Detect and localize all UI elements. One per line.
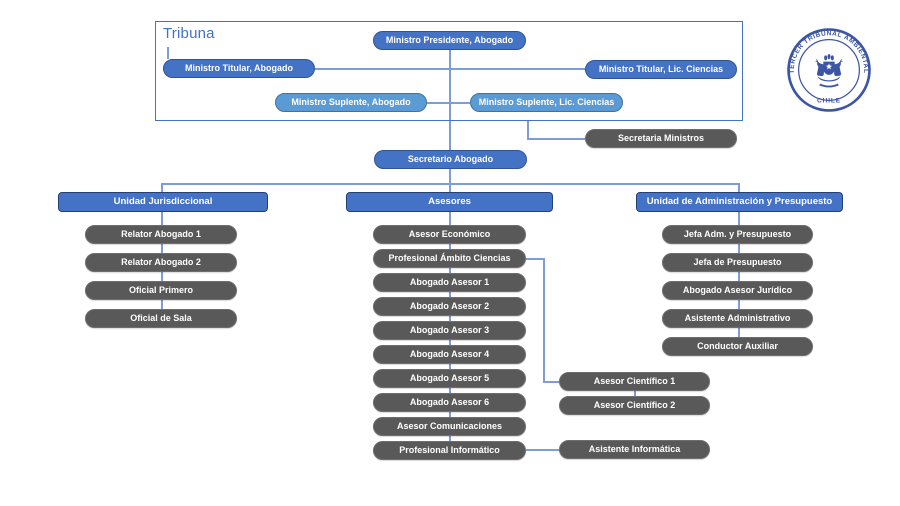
node-profesional-informatico: Profesional Informático	[373, 441, 526, 460]
node-ministro-titular-abogado: Ministro Titular, Abogado	[163, 59, 315, 78]
connector-line	[449, 169, 451, 183]
unit-header-jurisdiccional: Unidad Jurisdiccional	[58, 192, 268, 212]
node-ministro-titular-ciencias: Ministro Titular, Lic. Ciencias	[585, 60, 737, 79]
node-asesor-cientifico-2: Asesor Científico 2	[559, 396, 710, 415]
node-ministro-presidente: Ministro Presidente, Abogado	[373, 31, 526, 50]
connector-line	[738, 183, 740, 193]
connector-line	[634, 391, 636, 397]
node-oficial-primero: Oficial Primero	[85, 281, 237, 300]
node-abogado-asesor-juridico: Abogado Asesor Jurídico	[662, 281, 813, 300]
connector-line	[527, 121, 529, 139]
unit-header-asesores: Asesores	[346, 192, 553, 212]
connector-line	[449, 50, 451, 150]
tribunal-seal-logo: TERCER TRIBUNAL AMBIENTAL CHILE	[787, 28, 871, 112]
node-asistente-informatica: Asistente Informática	[559, 440, 710, 459]
connector-line	[526, 449, 560, 451]
node-abogado-asesor-3: Abogado Asesor 3	[373, 321, 526, 340]
node-asesor-economico: Asesor Económico	[373, 225, 526, 244]
coat-of-arms-icon	[814, 53, 844, 88]
connector-line	[738, 211, 740, 339]
node-secretario-abogado: Secretario Abogado	[374, 150, 527, 169]
seal-inner-ring	[798, 39, 860, 101]
node-ministro-suplente-abogado: Ministro Suplente, Abogado	[275, 93, 427, 112]
tribunal-title: Tribuna	[163, 25, 215, 42]
node-abogado-asesor-2: Abogado Asesor 2	[373, 297, 526, 316]
connector-line	[161, 183, 163, 193]
connector-line	[543, 258, 545, 382]
node-asistente-administrativo: Asistente Administrativo	[662, 309, 813, 328]
connector-line	[526, 258, 544, 260]
node-asesor-comunicaciones: Asesor Comunicaciones	[373, 417, 526, 436]
node-abogado-asesor-5: Abogado Asesor 5	[373, 369, 526, 388]
node-relator-abogado-1: Relator Abogado 1	[85, 225, 237, 244]
seal-outer-ring	[787, 28, 871, 112]
node-conductor-auxiliar: Conductor Auxiliar	[662, 337, 813, 356]
unit-header-administracion: Unidad de Administración y Presupuesto	[636, 192, 843, 212]
node-abogado-asesor-4: Abogado Asesor 4	[373, 345, 526, 364]
connector-line	[449, 183, 451, 193]
node-abogado-asesor-1: Abogado Asesor 1	[373, 273, 526, 292]
node-profesional-ambito-ciencias: Profesional Ámbito Ciencias	[373, 249, 526, 268]
connector-line	[527, 138, 585, 140]
node-oficial-de-sala: Oficial de Sala	[85, 309, 237, 328]
seal-bottom-text: CHILE	[817, 98, 841, 105]
node-relator-abogado-2: Relator Abogado 2	[85, 253, 237, 272]
node-asesor-cientifico-1: Asesor Científico 1	[559, 372, 710, 391]
tribunal-frame	[155, 21, 743, 121]
connector-line	[427, 102, 470, 104]
connector-line	[543, 381, 560, 383]
node-jefa-de-presupuesto: Jefa de Presupuesto	[662, 253, 813, 272]
node-secretaria-ministros: Secretaria Ministros	[585, 129, 737, 148]
node-ministro-suplente-ciencias: Ministro Suplente, Lic. Ciencias	[470, 93, 623, 112]
node-jefa-adm-presupuesto: Jefa Adm. y Presupuesto	[662, 225, 813, 244]
node-abogado-asesor-6: Abogado Asesor 6	[373, 393, 526, 412]
connector-line	[167, 47, 169, 59]
